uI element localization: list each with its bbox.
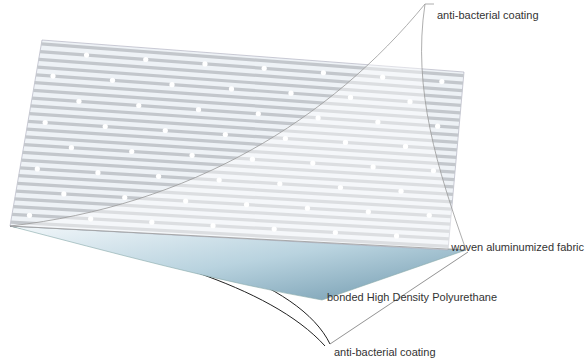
fabric-dot bbox=[84, 52, 89, 57]
fabric-dot bbox=[435, 124, 440, 129]
fabric-dot bbox=[69, 145, 74, 150]
fabric-dot bbox=[110, 78, 115, 83]
fabric-dot bbox=[136, 103, 141, 108]
layer-label: bonded High Density Polyurethane bbox=[327, 291, 497, 304]
fabric-dot bbox=[321, 70, 326, 75]
fabric-dot bbox=[223, 132, 228, 137]
fabric-dot bbox=[169, 82, 174, 87]
leader-line bbox=[425, 4, 434, 5]
top-coating-layer bbox=[10, 4, 466, 250]
fabric-dot bbox=[103, 124, 108, 129]
fabric-dot bbox=[229, 86, 234, 91]
fabric-dot bbox=[61, 191, 66, 196]
layer-label: anti-bacterial coating bbox=[437, 9, 539, 22]
fabric-dot bbox=[262, 66, 267, 71]
fabric-dot bbox=[76, 99, 81, 104]
layer-label: anti-bacterial coating bbox=[334, 346, 436, 359]
fabric-dot bbox=[288, 91, 293, 96]
fabric-dot bbox=[202, 61, 207, 66]
fabric-dot bbox=[143, 57, 148, 62]
fabric-dot bbox=[95, 170, 100, 175]
fabric-dot bbox=[129, 149, 134, 154]
fabric-dot bbox=[27, 213, 32, 218]
layer-label: woven aluminumized fabric bbox=[451, 241, 584, 254]
fabric-dot bbox=[196, 107, 201, 112]
fabric-dot bbox=[156, 174, 161, 179]
fabric-dot bbox=[163, 128, 168, 133]
fabric-dot bbox=[189, 153, 194, 158]
fabric-dot bbox=[43, 120, 48, 125]
fabric-dot bbox=[256, 111, 261, 116]
fabric-dot bbox=[35, 166, 40, 171]
fabric-dot bbox=[122, 195, 127, 200]
fabric-dot bbox=[439, 79, 444, 84]
fabric-dot bbox=[50, 73, 55, 78]
